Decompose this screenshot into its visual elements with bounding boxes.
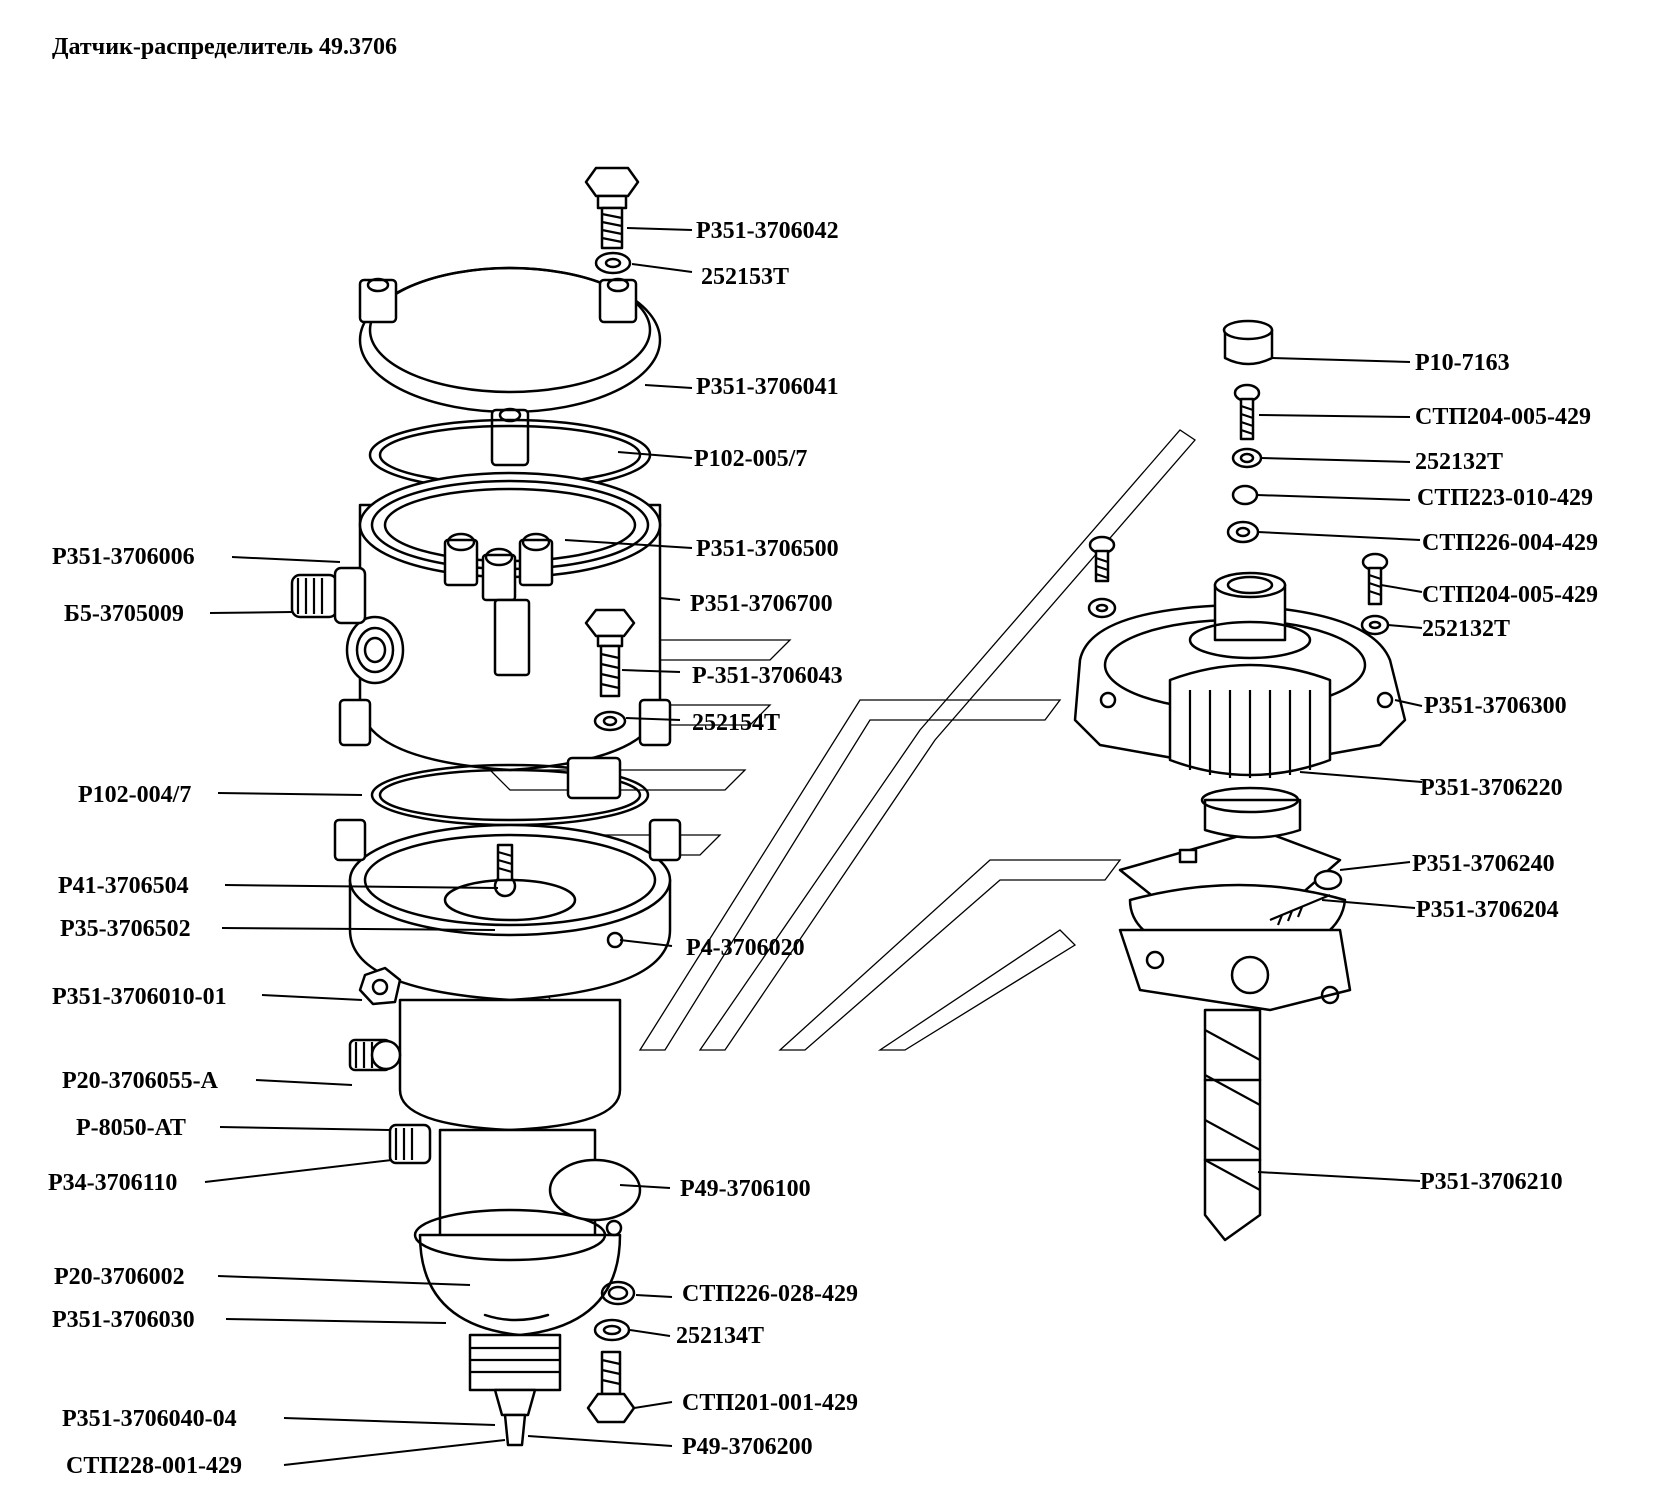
label-p49-3706100: Р49-3706100 bbox=[680, 1176, 811, 1202]
label-p41-3706504: Р41-3706504 bbox=[58, 873, 189, 899]
label-p35-3706502: Р35-3706502 bbox=[60, 916, 191, 942]
label-p351-3706700: Р351-3706700 bbox=[690, 591, 833, 617]
side-knobs bbox=[348, 966, 432, 1165]
label-p351-3706300: Р351-3706300 bbox=[1424, 693, 1567, 719]
label-stp204-005-429-a: СТП204-005-429 bbox=[1415, 404, 1591, 430]
label-p351-3706240: Р351-3706240 bbox=[1412, 851, 1555, 877]
label-p-351-3706043: Р-351-3706043 bbox=[692, 663, 843, 689]
label-p102-004-7: Р102-004/7 bbox=[78, 782, 191, 808]
label-p351-3706500: Р351-3706500 bbox=[696, 536, 839, 562]
upper-housing bbox=[338, 471, 672, 772]
diagram-title: Датчик-распределитель 49.3706 bbox=[52, 34, 398, 60]
middle-bolt bbox=[584, 608, 636, 698]
label-p351-3706041: Р351-3706041 bbox=[696, 374, 839, 400]
label-b5-3705009: Б5-3705009 bbox=[64, 601, 184, 627]
label-252153t: 252153Т bbox=[701, 264, 789, 290]
label-252154t: 252154Т bbox=[692, 710, 780, 736]
rotor-cap bbox=[1222, 319, 1274, 366]
label-p20-3706055-a: Р20-3706055-А bbox=[62, 1068, 219, 1094]
label-p351-3706006: Р351-3706006 bbox=[52, 544, 195, 570]
label-p351-3706204: Р351-3706204 bbox=[1416, 897, 1559, 923]
label-stp226-004-429: СТП226-004-429 bbox=[1422, 530, 1598, 556]
label-p351-3706030: Р351-3706030 bbox=[52, 1307, 195, 1333]
breaker-plate-assembly bbox=[1073, 571, 1407, 778]
distributor-body bbox=[398, 998, 642, 1447]
label-p351-3706042: Р351-3706042 bbox=[696, 218, 839, 244]
distributor-shaft bbox=[1203, 1008, 1262, 1242]
label-252132t-a: 252132Т bbox=[1415, 449, 1503, 475]
label-p351-3706040-04: Р351-3706040-04 bbox=[62, 1406, 237, 1432]
label-252132t-b: 252132Т bbox=[1422, 616, 1510, 642]
label-stp201-001-429: СТП201-001-429 bbox=[682, 1390, 858, 1416]
label-p10-7163: Р10-7163 bbox=[1415, 350, 1510, 376]
part-labels: Р351-3706042 252153Т Р351-3706041 Р102-0… bbox=[48, 218, 1598, 1479]
label-stp204-005-429-b: СТП204-005-429 bbox=[1422, 582, 1598, 608]
contact-plate-assembly bbox=[1118, 786, 1352, 1012]
rotor-shield bbox=[333, 818, 682, 1002]
label-p49-3706200: Р49-3706200 bbox=[682, 1434, 813, 1460]
label-p4-3706020: Р4-3706020 bbox=[686, 935, 805, 961]
label-p351-3706010-01: Р351-3706010-01 bbox=[52, 984, 227, 1010]
top-washer bbox=[594, 251, 632, 275]
label-stp226-028-429: СТП226-028-429 bbox=[682, 1281, 858, 1307]
bottom-fasteners bbox=[586, 1280, 636, 1424]
middle-washer bbox=[593, 710, 627, 732]
watermark-logo bbox=[448, 429, 1196, 1051]
leader-lines bbox=[204, 227, 1423, 1466]
label-stp228-001-429: СТП228-001-429 bbox=[66, 1453, 242, 1479]
housing-connectors bbox=[290, 566, 405, 685]
label-p351-3706210: Р351-3706210 bbox=[1420, 1169, 1563, 1195]
label-p102-005-7: Р102-005/7 bbox=[694, 446, 807, 472]
label-p-8050-at: Р-8050-АТ bbox=[76, 1115, 186, 1141]
label-stp223-010-429: СТП223-010-429 bbox=[1417, 485, 1593, 511]
label-p34-3706110: Р34-3706110 bbox=[48, 1170, 177, 1196]
label-252134t: 252134Т bbox=[676, 1323, 764, 1349]
label-p351-3706220: Р351-3706220 bbox=[1420, 775, 1563, 801]
top-bolt bbox=[584, 166, 640, 250]
distributor-cover bbox=[358, 266, 662, 467]
label-p20-3706002: Р20-3706002 bbox=[54, 1264, 185, 1290]
